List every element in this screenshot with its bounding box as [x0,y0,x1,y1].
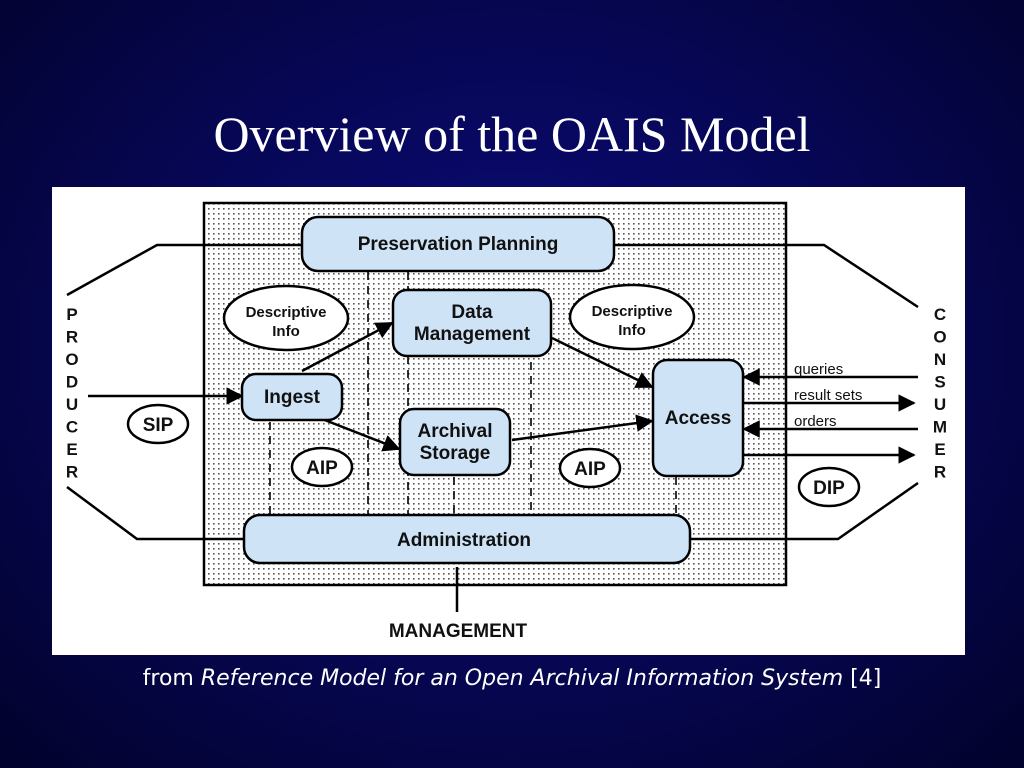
producer-label-letter: R [66,328,78,347]
consumer-label-letter: N [934,350,946,369]
archival-storage-to-access-arrow [511,414,654,442]
administration-box [242,513,692,565]
descriptive-info-left-ellipse [222,284,350,352]
preservation-planning-box [300,215,616,273]
descriptive-info-left-line1: Descriptive [246,304,327,321]
descriptive-info-right-ellipse [568,283,696,351]
archival-storage-label-line1: Archival [418,421,493,442]
consumer-label-letter: E [934,440,945,459]
caption-prefix: from [142,666,201,691]
data-management-box [391,288,553,358]
ingest-to-archival-storage-arrow [316,415,401,452]
dip-ellipse [797,466,861,508]
descriptive-info-right-line1: Descriptive [592,303,673,320]
access-box [651,358,745,478]
aip-left-ellipse [290,446,354,488]
ingest-to-data-management-arrow [301,321,394,373]
aip-left-label: AIP [306,458,338,479]
dip-label: DIP [813,478,845,499]
queries-label: queries [794,361,843,378]
oais-diagram-svg: Preservation Planning Data Management In… [65,201,947,642]
consumer-label-letter: O [933,328,946,347]
source-caption: from Reference Model for an Open Archiva… [0,664,1024,694]
data-management-label-line2: Management [414,324,531,345]
consumer-label-letter: R [934,463,946,482]
consumer-label-letter: M [933,418,947,437]
data-management-label-line1: Data [451,302,493,323]
producer-label-letter: P [66,305,77,324]
descriptive-info-right-line2: Info [618,322,646,339]
management-label: MANAGEMENT [389,621,528,642]
flow-arrows [88,321,918,464]
producer-label-letter: O [65,350,78,369]
access-label: Access [665,408,732,429]
producer-label-letter: E [66,440,77,459]
producer-label-letter: D [66,373,78,392]
aip-right-label: AIP [574,459,606,480]
consumer-label-letter: S [934,373,945,392]
administration-label: Administration [397,530,531,551]
archival-storage-box [398,407,512,477]
slide-title: Overview of the OAIS Model [213,106,811,162]
caption-suffix: [4] [843,666,882,691]
sip-ellipse [126,403,190,445]
preservation-planning-label: Preservation Planning [358,234,559,255]
oais-diagram: Preservation Planning Data Management In… [52,187,965,655]
orders-label: orders [794,413,837,430]
aip-right-ellipse [558,447,622,489]
producer-label-letter: U [66,395,78,414]
archival-storage-label-line2: Storage [420,443,491,464]
producer-label-letter: C [66,418,78,437]
data-management-to-access-arrow [551,336,654,389]
ingest-label: Ingest [264,387,321,408]
caption-source-title: Reference Model for an Open Archival Inf… [200,666,844,691]
producer-label-letter: R [66,463,78,482]
producer-boundary [66,243,302,541]
descriptive-info-left-line2: Info [272,323,300,340]
result-sets-label: result sets [794,387,862,404]
consumer-boundary [614,243,919,541]
sip-label: SIP [143,415,174,436]
ingest-box [240,372,344,422]
consumer-label-letter: U [934,395,946,414]
consumer-label-letter: C [934,305,946,324]
